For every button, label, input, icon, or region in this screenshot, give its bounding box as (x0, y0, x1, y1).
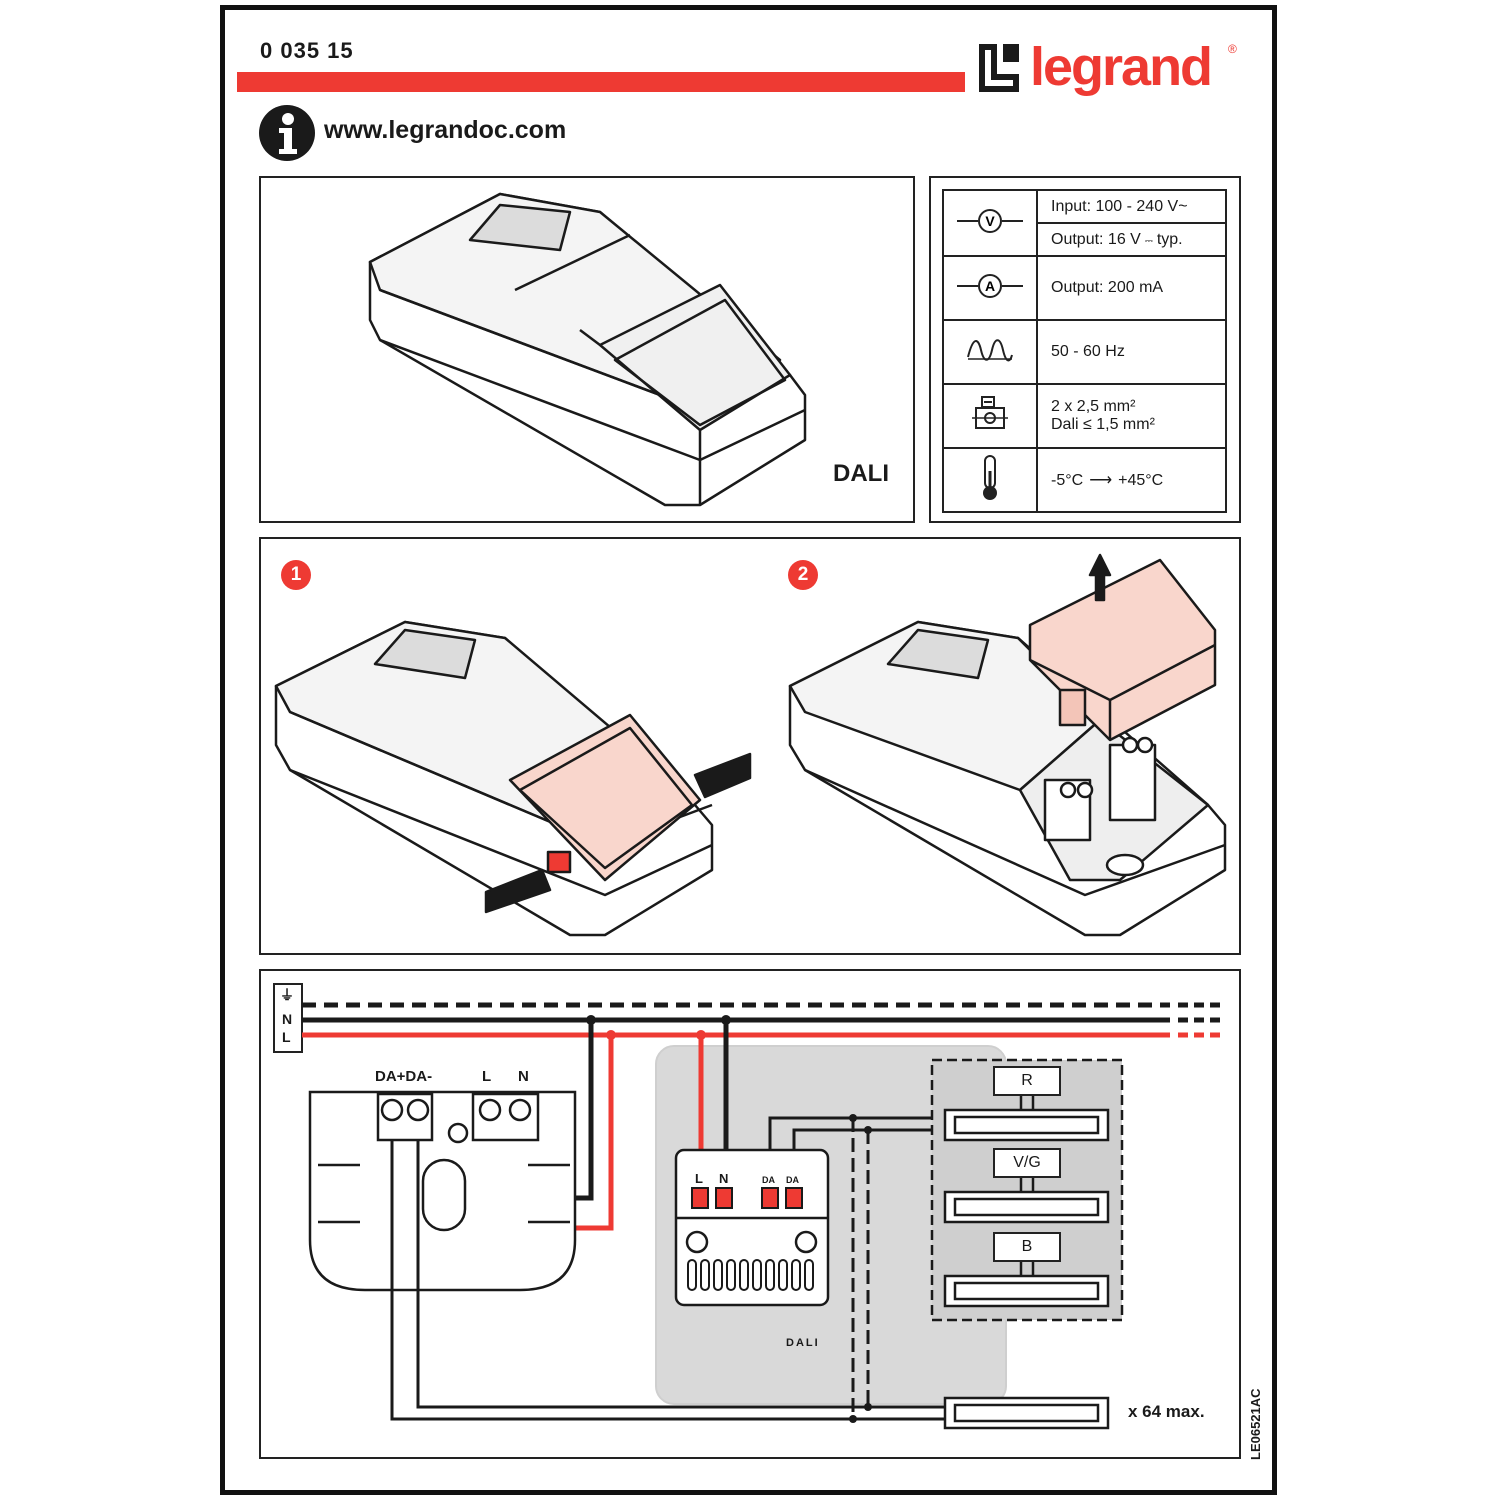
info-icon (259, 105, 315, 161)
channel-blue-label: B (993, 1232, 1061, 1262)
spec-output-voltage-value: Output: 16 V (1051, 230, 1141, 248)
module-neutral-terminal-label: N (719, 1171, 729, 1186)
spec-frequency: 50 - 60 Hz (1036, 319, 1227, 385)
header-red-bar (237, 72, 965, 92)
brand-logo-text: legrand (1030, 37, 1213, 97)
spec-wire-section-dali: Dali ≤ 1,5 mm² (1051, 416, 1155, 433)
channel-red-label: R (993, 1066, 1061, 1096)
thermometer-icon (942, 447, 1038, 513)
driver-da-terminals-label: DA+DA- (375, 1068, 433, 1085)
earth-symbol-icon: ⏚ (280, 987, 294, 1003)
current-icon: A (942, 255, 1038, 321)
product-model-label: DALI (833, 460, 889, 487)
driver-line-terminal-label: L (482, 1068, 492, 1085)
terminal-screw-icon (942, 383, 1038, 449)
voltage-icon: V (942, 189, 1038, 257)
step-1-badge: 1 (281, 560, 311, 590)
module-dali-label: DALI (786, 1337, 820, 1349)
spec-temp-min: -5°C (1051, 472, 1084, 489)
supply-line-label: L (282, 1029, 291, 1045)
supply-neutral-label: N (282, 1011, 293, 1027)
spec-table: V Input: 100 - 240 V~ Output: 16 V⎓typ. … (942, 189, 1227, 513)
website-link[interactable]: www.legrandoc.com (324, 116, 567, 144)
dc-symbol-icon: ⎓ (1144, 235, 1153, 247)
max-devices-label: x 64 max. (1128, 1402, 1205, 1421)
svg-text:V: V (985, 213, 995, 229)
spec-output-voltage: Output: 16 V⎓typ. (1036, 222, 1227, 257)
channel-green-label: V/G (993, 1148, 1061, 1178)
svg-text:A: A (985, 278, 995, 294)
spec-temperature: -5°C ⟶ +45°C (1036, 447, 1227, 513)
module-line-terminal-label: L (695, 1171, 703, 1186)
driver-neutral-terminal-label: N (518, 1068, 529, 1085)
frequency-icon (942, 319, 1038, 385)
spec-output-current: Output: 200 mA (1036, 255, 1227, 321)
spec-wire-section-main: 2 x 2,5 mm² (1051, 398, 1136, 415)
module-da1-terminal-label: DA (762, 1175, 775, 1185)
opening-steps-panel (259, 537, 1241, 955)
product-code: 0 035 15 (260, 38, 354, 63)
spec-wire-section: 2 x 2,5 mm² Dali ≤ 1,5 mm² (1036, 383, 1227, 449)
product-view-panel (259, 176, 915, 523)
arrow-right-icon: ⟶ (1089, 472, 1113, 489)
module-da2-terminal-label: DA (786, 1175, 799, 1185)
wiring-panel (259, 969, 1241, 1459)
step-2-badge: 2 (788, 560, 818, 590)
brand-registered-mark: ® (1228, 42, 1237, 56)
document-code: LE06521AC (1248, 1388, 1263, 1460)
spec-output-voltage-suffix: typ. (1156, 230, 1183, 248)
spec-input-voltage: Input: 100 - 240 V~ (1036, 189, 1227, 224)
spec-temp-max: +45°C (1118, 472, 1164, 489)
